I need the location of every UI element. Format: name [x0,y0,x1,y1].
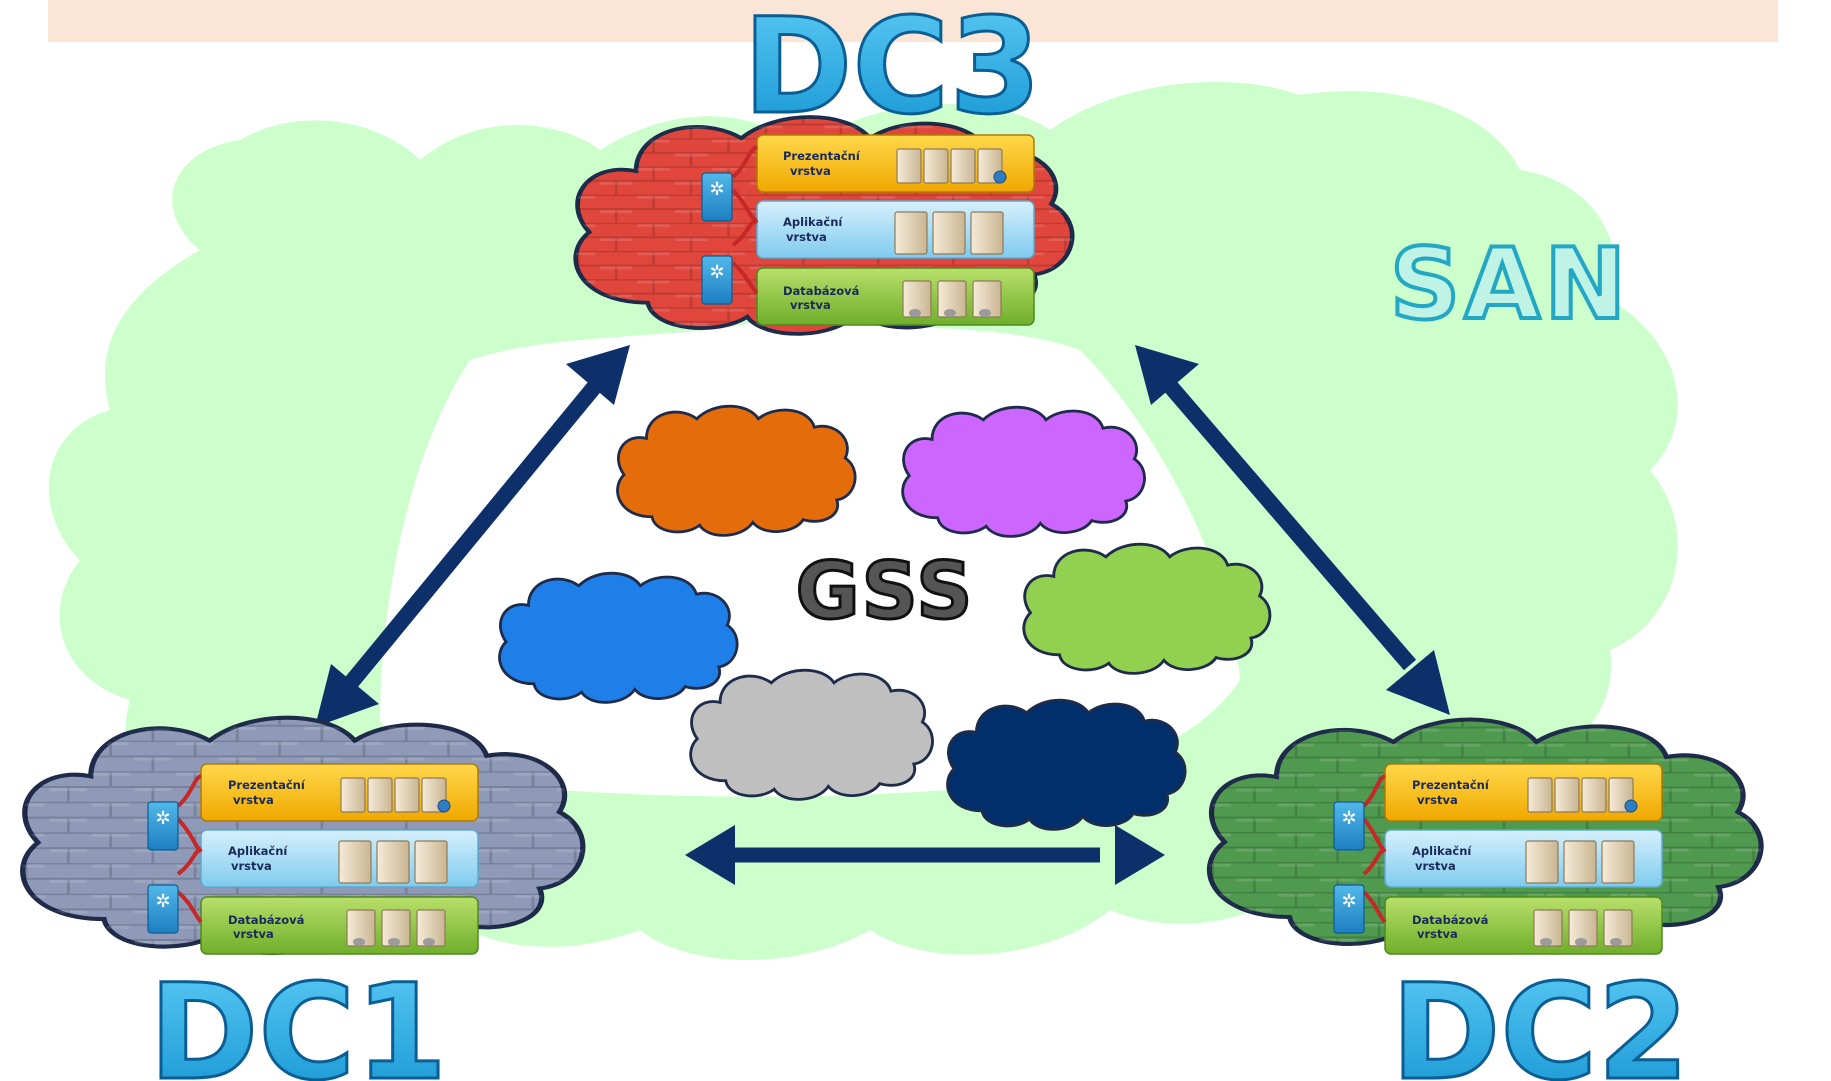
gss-cloud-orange [616,404,857,537]
switch-icon: ✲ [701,255,733,305]
svg-text:✲: ✲ [155,891,170,912]
arrow-dc1-dc2 [685,825,1165,885]
tier-presentation: Prezentační vrstva [756,134,1035,193]
svg-text:vrstva: vrstva [1415,859,1456,873]
tier-presentation: Prezentační vrstva [1384,763,1663,822]
dc2-stack: Prezentační vrstva Aplikační vrstva Data… [1333,763,1663,955]
tier-database: Databázová vrstva [756,267,1035,326]
tier-presentation: Prezentační vrstva [200,763,479,822]
server-icons [340,777,451,813]
top-banner [48,0,1778,42]
svg-text:vrstva: vrstva [1417,793,1458,807]
san-label: SAN [1390,228,1630,342]
server-icons [1527,777,1638,813]
tier-application: Aplikační vrstva [1384,829,1663,888]
svg-text:Prezentační: Prezentační [228,778,306,792]
svg-text:Prezentační: Prezentační [1412,778,1490,792]
gss-cloud-blue [498,571,739,704]
gss-cloud-violet [901,405,1146,538]
svg-text:Aplikační: Aplikační [783,215,843,229]
switch-icon: ✲ [1333,884,1365,934]
svg-text:Databázová: Databázová [1412,913,1488,927]
svg-text:✲: ✲ [709,262,724,283]
server-icons [894,211,1004,255]
server-icons [1525,840,1635,884]
dc1-label: DC1 [149,956,447,1081]
server-icons [902,280,1002,318]
svg-text:Aplikační: Aplikační [228,844,288,858]
svg-text:vrstva: vrstva [233,927,274,941]
svg-text:vrstva: vrstva [233,793,274,807]
svg-text:vrstva: vrstva [790,164,831,178]
server-icons [346,909,446,947]
svg-text:Prezentační: Prezentační [783,149,861,163]
tier-application: Aplikační vrstva [756,200,1035,259]
svg-text:vrstva: vrstva [786,230,827,244]
server-icons [896,148,1007,184]
svg-text:Aplikační: Aplikační [1412,844,1472,858]
svg-text:Databázová: Databázová [228,913,304,927]
svg-text:✲: ✲ [709,179,724,200]
gss-cloud-green [1022,542,1272,675]
dc1-stack: Prezentační vrstva Aplikační vrstva Data… [147,763,479,955]
dc3-stack: Prezentační vrstva Aplikační vrstva Data… [701,134,1035,326]
arrow-dc3-dc2 [1135,345,1450,715]
switch-icon: ✲ [1333,801,1365,851]
gss-cloud-gray [689,668,934,801]
server-icons [1533,909,1633,947]
svg-text:vrstva: vrstva [790,298,831,312]
svg-text:vrstva: vrstva [1417,927,1458,941]
svg-text:vrstva: vrstva [231,859,272,873]
dc3-label: DC3 [743,0,1041,144]
dc2-label: DC2 [1391,956,1689,1081]
server-icons [338,840,448,884]
svg-text:Databázová: Databázová [783,284,859,298]
gss-label: GSS [796,547,975,637]
switch-icon: ✲ [701,172,733,222]
switch-icon: ✲ [147,801,179,851]
switch-icon: ✲ [147,884,179,934]
tier-application: Aplikační vrstva [200,829,479,888]
svg-text:✲: ✲ [1341,808,1356,829]
tier-database: Databázová vrstva [1384,896,1663,955]
gss-cloud-navy [946,698,1187,831]
svg-text:✲: ✲ [1341,891,1356,912]
arrow-dc1-dc3 [315,345,630,727]
svg-text:✲: ✲ [155,808,170,829]
tier-database: Databázová vrstva [200,896,479,955]
